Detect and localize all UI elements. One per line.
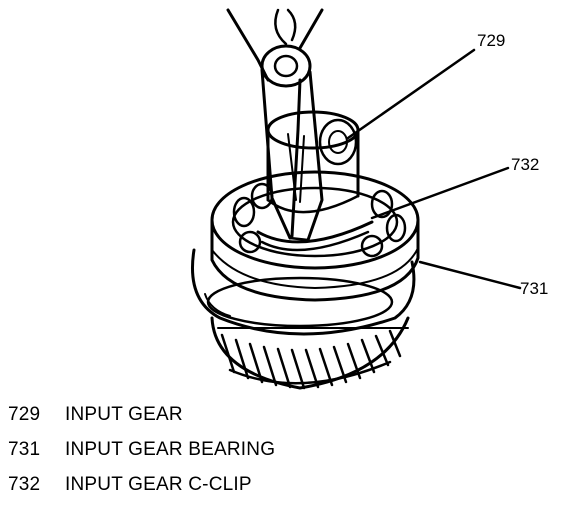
legend-row-729: 729 INPUT GEAR bbox=[8, 404, 568, 439]
helical-gear bbox=[210, 316, 410, 390]
input-gear-c-clip bbox=[256, 220, 374, 252]
snap-ring-pliers bbox=[226, 8, 324, 242]
callout-729: 729 bbox=[477, 31, 505, 50]
input-gear-shaft bbox=[266, 110, 360, 214]
legend-row-731: 731 INPUT GEAR BEARING bbox=[8, 439, 568, 474]
legend-number: 729 bbox=[8, 404, 41, 425]
legend-label: INPUT GEAR BEARING bbox=[65, 439, 276, 460]
gear-assembly-illustration: 729 732 731 bbox=[190, 8, 548, 390]
callout-732: 732 bbox=[511, 155, 539, 174]
parts-legend: 729 INPUT GEAR 731 INPUT GEAR BEARING 73… bbox=[8, 404, 568, 509]
leader-lines bbox=[346, 48, 522, 290]
legend-row-732: 732 INPUT GEAR C-CLIP bbox=[8, 474, 568, 509]
callout-731: 731 bbox=[520, 279, 548, 298]
legend-label: INPUT GEAR bbox=[65, 404, 183, 425]
outer-ring bbox=[190, 248, 416, 336]
legend-number: 732 bbox=[8, 474, 41, 495]
legend-number: 731 bbox=[8, 439, 41, 460]
input-gear-bearing bbox=[210, 170, 420, 302]
legend-label: INPUT GEAR C-CLIP bbox=[65, 474, 252, 495]
